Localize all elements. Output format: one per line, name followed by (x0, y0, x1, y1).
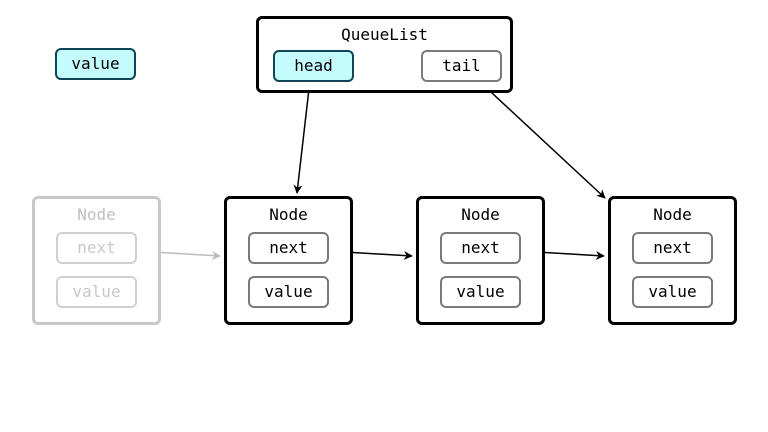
head-field: head (273, 50, 354, 82)
node-value-field: value (248, 276, 329, 308)
node-title: Node (461, 205, 500, 224)
ghost-node-box: Node next value (32, 196, 161, 325)
node-next-field: next (440, 232, 521, 264)
node-next-field: next (632, 232, 713, 264)
queue-list-title: QueueList (341, 25, 428, 44)
ghost-node-title: Node (77, 205, 116, 224)
node-title: Node (269, 205, 308, 224)
queue-list-box: QueueList head tail (256, 16, 513, 93)
ghost-node-next-field: next (56, 232, 137, 264)
node-box-3: Node next value (608, 196, 737, 325)
node-box-1: Node next value (224, 196, 353, 325)
tail-field: tail (421, 50, 502, 82)
node-title: Node (653, 205, 692, 224)
node-box-2: Node next value (416, 196, 545, 325)
node-value-field: value (440, 276, 521, 308)
tail-pointer-arrow (477, 79, 606, 199)
ghost-node-value-field: value (56, 276, 137, 308)
node-next-field: next (248, 232, 329, 264)
legend-value-swatch: value (55, 48, 136, 80)
node-value-field: value (632, 276, 713, 308)
head-pointer-arrow (293, 79, 311, 194)
